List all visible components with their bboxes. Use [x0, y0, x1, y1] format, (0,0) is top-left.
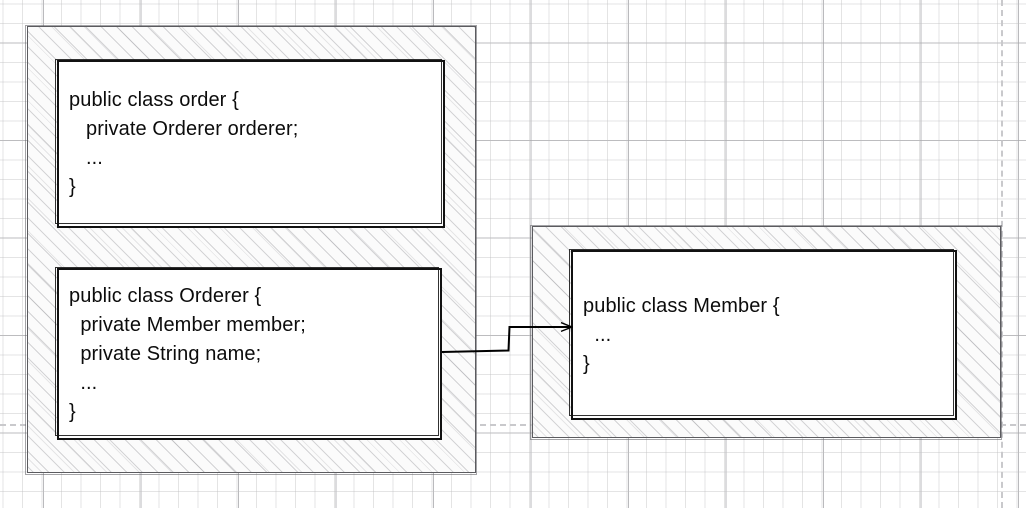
member-class-note[interactable]: public class Member { ... }: [569, 249, 957, 420]
code-line: public class Member {: [583, 294, 780, 317]
code-line: private Orderer orderer;: [69, 118, 299, 140]
vertical-guide: [1001, 0, 1003, 508]
code-line: private Member member;: [69, 313, 306, 336]
order-class-note[interactable]: public class order { private Orderer ord…: [55, 59, 445, 228]
code-line: }: [69, 176, 76, 198]
code-line: private String name;: [69, 342, 262, 365]
code-line: ...: [69, 371, 98, 394]
order-class-note-body: public class order { private Orderer ord…: [69, 62, 437, 226]
code-line: }: [69, 400, 76, 423]
member-class-note-body: public class Member { ... }: [583, 252, 949, 418]
horizontal-guide: [0, 424, 1026, 426]
code-line: public class order {: [69, 89, 239, 111]
code-line: ...: [583, 323, 612, 346]
code-line: }: [583, 352, 590, 375]
orderer-class-note-body: public class Orderer { private Member me…: [69, 270, 434, 438]
code-line: public class Orderer {: [69, 284, 262, 307]
code-line: ...: [69, 147, 103, 169]
orderer-class-note[interactable]: public class Orderer { private Member me…: [55, 267, 442, 440]
